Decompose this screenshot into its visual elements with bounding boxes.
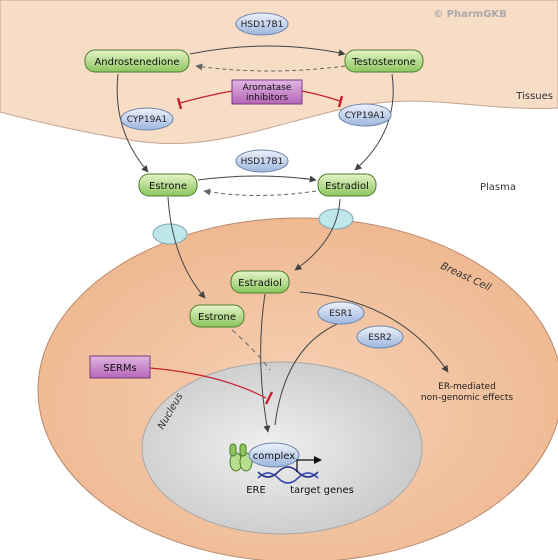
testosterone-box bbox=[344, 49, 424, 73]
transporter-left bbox=[152, 223, 188, 245]
transcription-arrow-icon bbox=[296, 456, 322, 472]
arrow-esr1-to-complex bbox=[274, 321, 343, 426]
arrow-estradiol-into-cell bbox=[294, 198, 341, 271]
serms-inhibition-bar bbox=[264, 391, 274, 405]
estradiol-cell-label: Estradiol bbox=[238, 278, 282, 289]
dna-helix-icon bbox=[257, 466, 319, 484]
esr1-oval bbox=[317, 301, 365, 325]
estradiol-cell-box bbox=[230, 270, 290, 294]
androstenedione-box bbox=[84, 49, 190, 73]
estrone-plasma-box bbox=[138, 173, 198, 197]
testosterone-label: Testosterone bbox=[351, 57, 416, 68]
arrow-androstenedione-to-testosterone bbox=[189, 45, 346, 57]
aromatase-inhibitors-line1: Aromatase bbox=[243, 83, 292, 93]
estrone-plasma-label: Estrone bbox=[149, 181, 187, 192]
pharmgkb-watermark: © PharmGKB bbox=[433, 9, 507, 20]
estrone-cell-label: Estrone bbox=[198, 312, 236, 323]
arrow-testosterone-to-androstenedione bbox=[195, 63, 346, 72]
estradiol-plasma-box bbox=[317, 173, 377, 197]
target-genes-label: target genes bbox=[290, 485, 354, 496]
arrow-estrone-into-cell bbox=[167, 196, 206, 299]
aromatase-inhibitors-box bbox=[231, 79, 303, 105]
inhibition-bar-left bbox=[176, 97, 183, 110]
cyp19a1-right-oval bbox=[338, 103, 392, 127]
inhibition-line-left bbox=[179, 90, 233, 104]
arrow-estradiol-to-complex bbox=[260, 293, 271, 433]
estrone-cell-box bbox=[189, 304, 245, 328]
esr1-label: ESR1 bbox=[329, 309, 352, 319]
cyp19a1-left-label: CYP19A1 bbox=[127, 115, 167, 125]
plasma-label: Plasma bbox=[480, 182, 516, 193]
arrow-estrone-to-estradiol bbox=[197, 175, 317, 183]
hsd17b1-top-oval bbox=[235, 12, 289, 36]
complex-oval bbox=[248, 442, 300, 468]
tissue-region bbox=[0, 0, 558, 145]
ere-label: ERE bbox=[246, 485, 266, 496]
estradiol-plasma-label: Estradiol bbox=[325, 181, 369, 192]
cyp19a1-right-label: CYP19A1 bbox=[345, 111, 385, 121]
er-mediated-line2: non-genomic effects bbox=[421, 393, 513, 403]
androstenedione-label: Androstenedione bbox=[94, 57, 179, 68]
complex-label: complex bbox=[253, 451, 295, 462]
esr2-label: ESR2 bbox=[368, 333, 391, 343]
hsd17b1-mid-oval bbox=[235, 149, 289, 173]
receptor-dimer-icon bbox=[229, 443, 253, 472]
serms-inhibition-line bbox=[149, 367, 267, 399]
inhibition-line-right bbox=[301, 90, 341, 102]
arrow-testosterone-to-estradiol bbox=[354, 73, 394, 171]
aromatase-inhibitors-line2: inhibitors bbox=[246, 93, 288, 103]
serms-label: SERMs bbox=[103, 363, 136, 374]
inhibition-bar-right bbox=[337, 95, 344, 108]
arrow-estrone-to-complex bbox=[231, 329, 271, 371]
hsd17b1-mid-label: HSD17B1 bbox=[241, 157, 284, 167]
serms-box bbox=[89, 355, 151, 379]
tissues-label: Tissues bbox=[515, 91, 553, 102]
esr2-oval bbox=[356, 325, 404, 349]
cyp19a1-left-oval bbox=[120, 107, 174, 131]
arrow-to-non-genomic bbox=[299, 291, 449, 373]
er-mediated-line1: ER-mediated bbox=[438, 382, 496, 392]
arrow-androstenedione-to-estrone bbox=[116, 73, 149, 173]
arrow-estradiol-to-estrone bbox=[203, 188, 317, 196]
hsd17b1-top-label: HSD17B1 bbox=[241, 20, 284, 30]
